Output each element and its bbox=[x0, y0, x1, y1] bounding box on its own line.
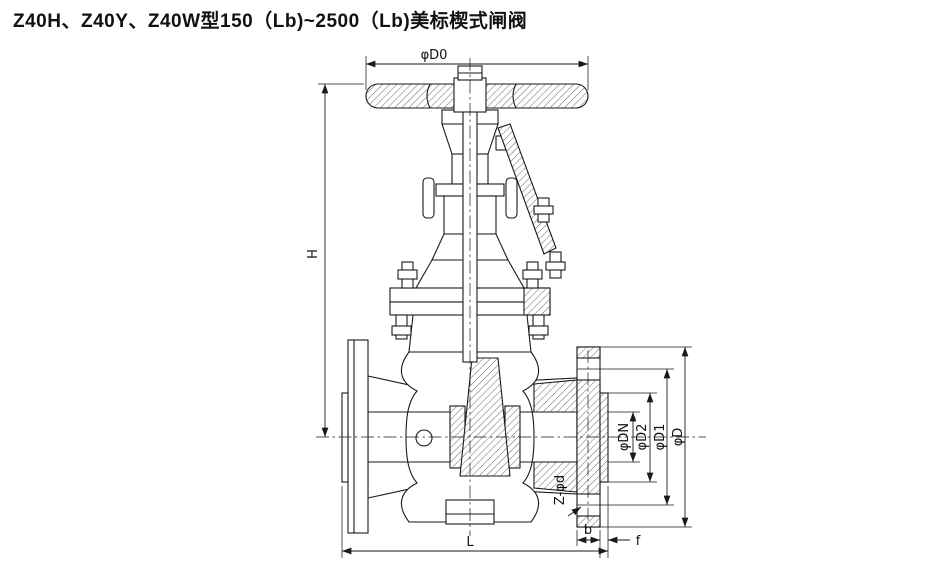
left-flange bbox=[341, 339, 369, 534]
dimension-f: f bbox=[608, 534, 641, 549]
dim-label-f: f bbox=[636, 534, 641, 549]
right-raised-face bbox=[599, 392, 609, 483]
dimension-phi-d1: φD1 bbox=[577, 368, 674, 506]
bonnet-stud-right bbox=[522, 269, 543, 280]
drawing-title: Z40H、Z40Y、Z40W型150（Lb)~2500（Lb)美标楔式闸阀 bbox=[13, 11, 528, 32]
left-raised-face bbox=[341, 392, 349, 483]
dimension-h: H bbox=[306, 83, 364, 437]
dim-label-phi-dn: φDN bbox=[617, 423, 632, 451]
dimension-l: L bbox=[341, 486, 609, 558]
bonnet-stud-left bbox=[397, 269, 418, 280]
dimension-b: b bbox=[576, 523, 601, 558]
dimension-phi-d2: φD2 bbox=[608, 392, 657, 483]
dim-label-z-phi-d: Z-φd bbox=[553, 475, 568, 505]
dim-label-l: L bbox=[466, 535, 474, 550]
body-boss bbox=[415, 429, 433, 447]
gland-eyebolt-right bbox=[505, 177, 518, 219]
handwheel bbox=[365, 65, 589, 113]
dim-label-phi-d0: φD0 bbox=[421, 48, 448, 63]
gland-eyebolt-left bbox=[422, 177, 435, 219]
dimension-phi-d0: φD0 bbox=[365, 48, 589, 90]
dim-label-h: H bbox=[306, 249, 321, 259]
dimension-z-phi-d: Z-φd bbox=[553, 475, 582, 517]
centerlines bbox=[316, 58, 706, 536]
dim-label-b: b bbox=[584, 523, 592, 538]
